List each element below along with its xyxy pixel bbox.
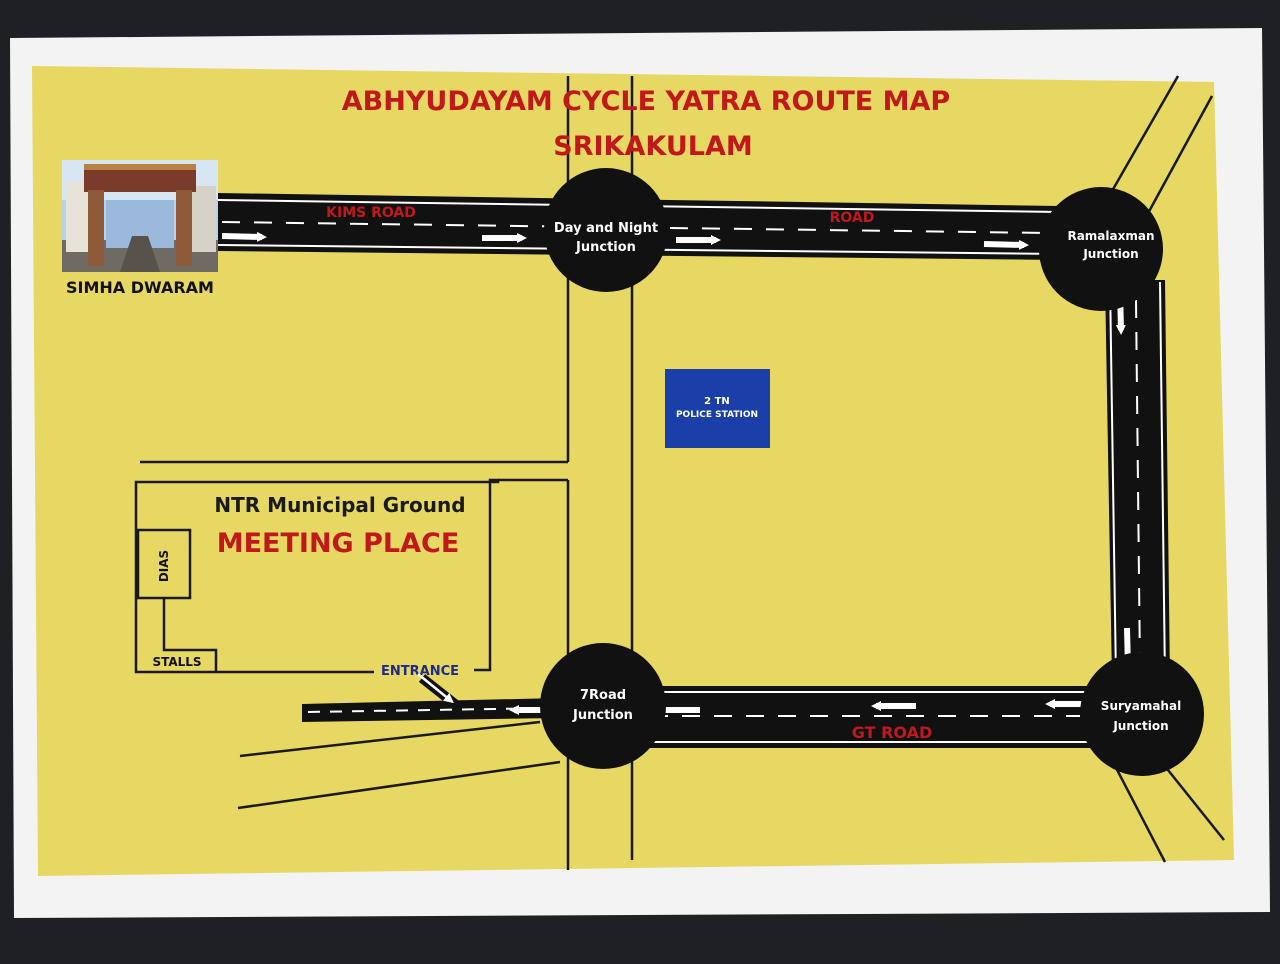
road-label-kims: KIMS ROAD — [326, 205, 416, 221]
junction-day-night-label-1: Day and Night — [554, 221, 658, 236]
junction-suryamahal-circle — [1080, 652, 1204, 776]
junction-day-night-label-2: Junction — [575, 240, 636, 255]
road-label-gt: GT ROAD — [852, 723, 933, 742]
junction-7road-label-2: Junction — [572, 708, 633, 723]
junction-ramalaxman-label-1: Ramalaxman — [1067, 229, 1154, 243]
junction-suryamahal-label-1: Suryamahal — [1101, 699, 1181, 713]
meeting-place-label: MEETING PLACE — [217, 528, 460, 559]
dias-label: DIAS — [157, 550, 171, 582]
stalls-label: STALLS — [152, 655, 201, 669]
start-label: SIMHA DWARAM — [66, 278, 214, 297]
road-label-road: ROAD — [830, 210, 875, 226]
meeting-ground-outline — [134, 478, 500, 674]
entrance-arrow — [417, 673, 454, 704]
junction-ramalaxman-label-2: Junction — [1082, 247, 1138, 261]
police-station-block — [665, 369, 770, 448]
entrance-label: ENTRANCE — [381, 664, 459, 679]
police-station-label-1: 2 TN — [704, 396, 730, 407]
junction-7road-circle — [540, 643, 666, 769]
simha-dwaram-photo — [62, 160, 218, 272]
map-title-line2: SRIKAKULAM — [553, 131, 752, 162]
junction-day-night-circle — [544, 168, 668, 292]
ground-name: NTR Municipal Ground — [214, 493, 465, 517]
junction-suryamahal-label-2: Junction — [1112, 719, 1168, 733]
map-title-line1: ABHYUDAYAM CYCLE YATRA ROUTE MAP — [342, 86, 950, 117]
police-station-label-2: POLICE STATION — [676, 410, 758, 420]
junction-ramalaxman-circle — [1039, 187, 1163, 311]
junction-7road-label-1: 7Road — [580, 688, 626, 703]
